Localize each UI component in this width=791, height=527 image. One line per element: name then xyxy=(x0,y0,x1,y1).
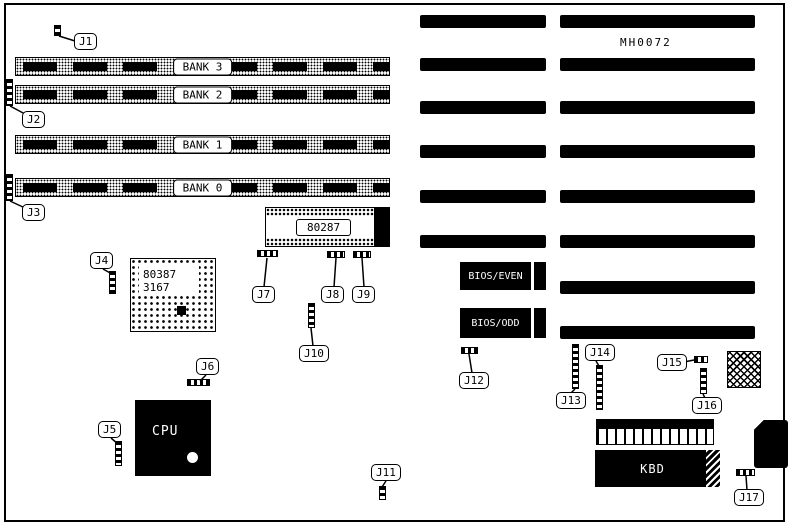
keyboard-din-connector xyxy=(754,420,788,468)
jumper-j14 xyxy=(596,365,603,410)
jumper-j6 xyxy=(187,379,210,386)
jumper-j1-label: J1 xyxy=(74,33,98,50)
bios-odd-socket-end xyxy=(534,308,546,338)
copro-387-socket: 80387 3167 xyxy=(130,258,216,332)
jumper-j8 xyxy=(327,251,345,258)
expansion-slot xyxy=(560,58,755,71)
jumper-j13-label: J13 xyxy=(556,392,586,409)
header-pins xyxy=(597,429,713,444)
copro-287-socket: 80287 xyxy=(265,207,390,247)
part-number: MH0072 xyxy=(620,36,672,49)
chip-socket-end xyxy=(706,450,720,487)
copro-387-label: 80387 3167 xyxy=(139,266,199,296)
expansion-slot xyxy=(420,190,546,203)
bank-1-label: BANK 1 xyxy=(172,136,233,153)
jumper-j16-label: J16 xyxy=(692,397,722,414)
jumper-j7-label: J7 xyxy=(252,286,276,303)
jumper-j10-label: J10 xyxy=(299,345,329,362)
jumper-j12-label: J12 xyxy=(459,372,489,389)
cpu-label: CPU xyxy=(152,424,179,439)
memory-bank-1: BANK 1 xyxy=(15,135,390,154)
expansion-slot xyxy=(560,101,755,114)
jumper-j15 xyxy=(694,356,708,363)
expansion-slot xyxy=(420,145,546,158)
bios-odd-body: BIOS/ODD xyxy=(460,308,531,338)
jumper-j9-label: J9 xyxy=(352,286,376,303)
expansion-slot xyxy=(560,190,755,203)
keyboard-controller-chip: KBD xyxy=(595,450,720,487)
keyboard-controller-label: KBD xyxy=(640,461,665,476)
bios-even-chip: BIOS/EVEN xyxy=(460,262,546,290)
jumper-j11-label: J11 xyxy=(371,464,401,481)
jumper-j4 xyxy=(109,271,116,294)
bank-0-label: BANK 0 xyxy=(172,179,233,196)
jumper-j7 xyxy=(257,250,278,257)
keyboard-pin-header xyxy=(596,419,714,445)
bios-even-body: BIOS/EVEN xyxy=(460,262,531,290)
bios-odd-label: BIOS/ODD xyxy=(471,317,520,329)
jumper-j2-label: J2 xyxy=(22,111,46,128)
expansion-slot xyxy=(560,326,755,339)
jumper-j3 xyxy=(6,174,13,201)
pin-row xyxy=(266,238,389,246)
cpu-chip: CPU xyxy=(135,400,211,476)
bios-even-label: BIOS/EVEN xyxy=(468,270,523,282)
jumper-j8-label: J8 xyxy=(321,286,345,303)
power-connector xyxy=(727,351,761,388)
socket-key xyxy=(374,208,389,246)
memory-bank-0: BANK 0 xyxy=(15,178,390,197)
bank-3-label: BANK 3 xyxy=(172,58,233,75)
jumper-j11 xyxy=(379,486,386,500)
board-outline xyxy=(4,3,785,522)
expansion-slot xyxy=(560,15,755,28)
jumper-j6-label: J6 xyxy=(196,358,220,375)
jumper-j12 xyxy=(461,347,478,354)
jumper-j5 xyxy=(115,441,122,466)
expansion-slot xyxy=(420,58,546,71)
header-key-bar xyxy=(597,420,713,429)
jumper-j17-label: J17 xyxy=(734,489,764,506)
jumper-j1 xyxy=(54,25,61,36)
expansion-slot xyxy=(420,101,546,114)
jumper-j16 xyxy=(700,368,707,394)
jumper-j13 xyxy=(572,344,579,389)
pin-row xyxy=(266,208,389,216)
jumper-j17 xyxy=(736,469,755,476)
copro-387-line2: 3167 xyxy=(143,281,170,294)
pin1-marker xyxy=(177,306,186,315)
jumper-j4-label: J4 xyxy=(90,252,114,269)
jumper-j2 xyxy=(6,79,13,106)
pin1-dot xyxy=(187,452,198,463)
memory-bank-3: BANK 3 xyxy=(15,57,390,76)
expansion-slot xyxy=(420,15,546,28)
jumper-j9 xyxy=(353,251,371,258)
expansion-slot xyxy=(420,235,546,248)
memory-bank-2: BANK 2 xyxy=(15,85,390,104)
expansion-slot xyxy=(560,281,755,294)
expansion-slot xyxy=(560,235,755,248)
jumper-j5-label: J5 xyxy=(98,421,122,438)
copro-387-line1: 80387 xyxy=(143,268,177,281)
bank-2-label: BANK 2 xyxy=(172,86,233,103)
jumper-j15-label: J15 xyxy=(657,354,687,371)
bios-even-socket-end xyxy=(534,262,546,290)
copro-287-label: 80287 xyxy=(296,219,352,236)
expansion-slot xyxy=(560,145,755,158)
jumper-j14-label: J14 xyxy=(585,344,615,361)
bios-odd-chip: BIOS/ODD xyxy=(460,308,546,338)
jumper-j10 xyxy=(308,303,315,328)
jumper-j3-label: J3 xyxy=(22,204,46,221)
